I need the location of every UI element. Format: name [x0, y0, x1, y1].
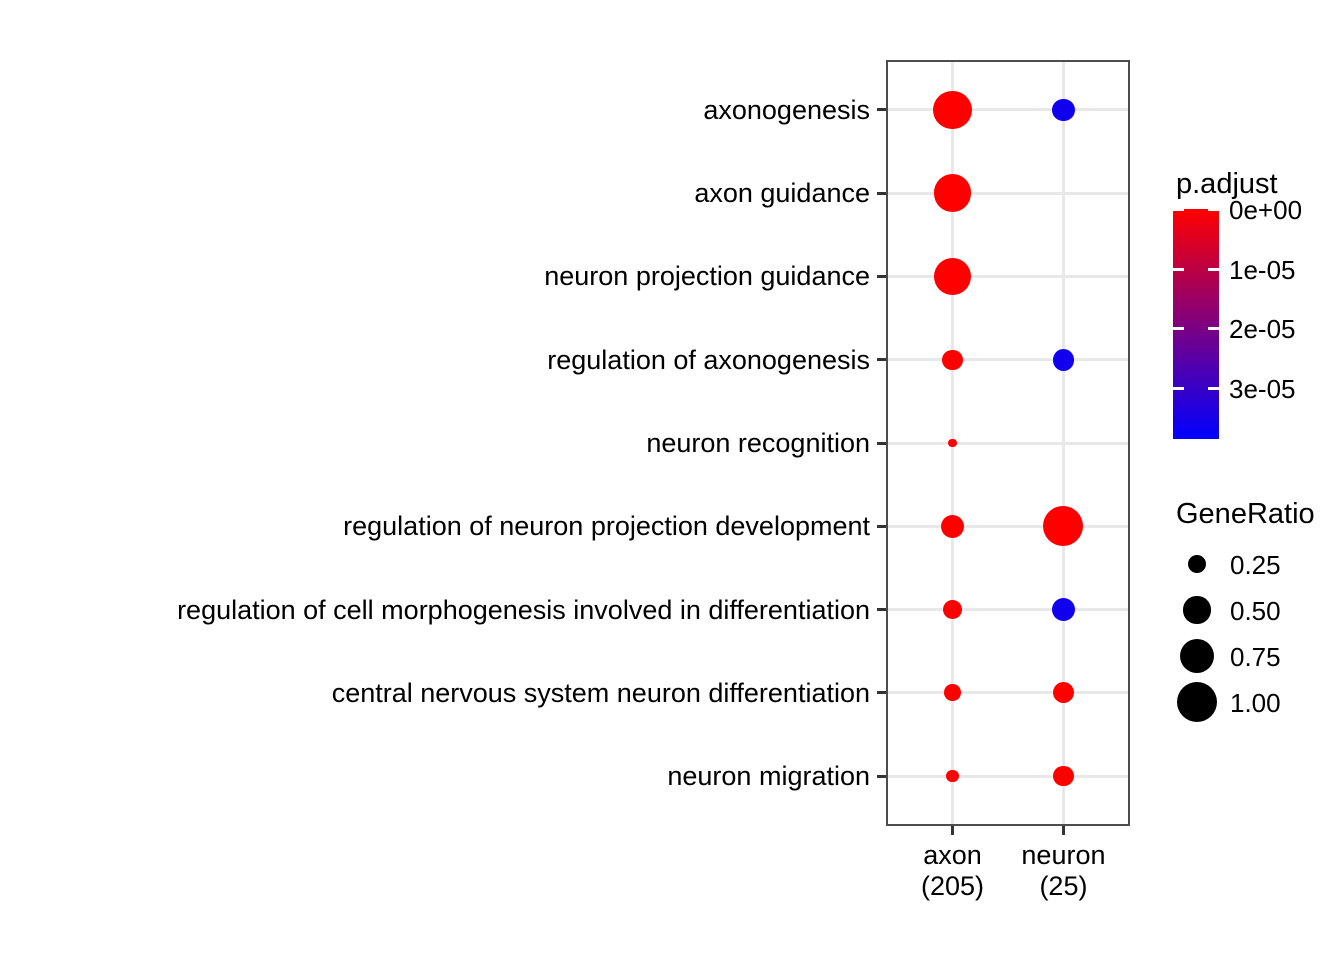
y-axis-label: central nervous system neuron differenti… — [331, 677, 870, 708]
x-axis-label-count: (205) — [921, 871, 985, 901]
data-point — [1043, 506, 1084, 547]
gridline-horizontal — [886, 274, 1130, 278]
x-axis-label: axon(205) — [873, 840, 1033, 902]
data-point — [1052, 348, 1075, 371]
data-point — [933, 174, 972, 212]
gridline-horizontal — [886, 108, 1130, 112]
data-point — [1052, 98, 1075, 122]
gridline-vertical — [1061, 60, 1065, 826]
data-point — [940, 514, 965, 538]
legend-size-label: 0.75 — [1230, 642, 1281, 672]
data-point — [946, 769, 959, 783]
data-point — [942, 599, 963, 620]
x-axis-label-name: neuron — [1021, 840, 1106, 870]
colorbar-tick — [1208, 387, 1219, 391]
y-axis-tick — [877, 108, 886, 112]
y-axis-tick — [877, 441, 886, 445]
y-axis-tick — [877, 774, 886, 778]
gridline-horizontal — [886, 441, 1130, 445]
gridline-horizontal — [886, 524, 1130, 528]
legend-size-dot — [1183, 596, 1211, 624]
data-point — [1053, 765, 1074, 787]
y-axis-label: axonogenesis — [703, 94, 870, 125]
y-axis-label: axon guidance — [694, 178, 870, 209]
x-axis-label-count: (25) — [1039, 871, 1088, 901]
colorbar-tick — [1173, 267, 1184, 271]
legend-size-label: 0.50 — [1230, 596, 1281, 626]
gridline-horizontal — [886, 358, 1130, 362]
legend-size-label: 0.25 — [1230, 550, 1281, 580]
y-axis-label: neuron projection guidance — [544, 261, 870, 292]
y-axis-tick — [877, 358, 886, 362]
colorbar-tick — [1208, 327, 1219, 331]
y-axis-label: regulation of neuron projection developm… — [343, 511, 870, 542]
legend-size-dot — [1177, 682, 1217, 722]
colorbar-tick — [1173, 208, 1184, 211]
colorbar-tick-label: 2e-05 — [1229, 314, 1296, 345]
plot-panel — [886, 60, 1130, 826]
gridline-horizontal — [886, 608, 1130, 612]
data-point — [944, 684, 961, 702]
data-point — [1052, 682, 1075, 704]
colorbar-tick-label: 0e+00 — [1229, 195, 1303, 225]
legend-size-dot — [1188, 555, 1206, 573]
colorbar-tick — [1173, 327, 1184, 331]
gridline-horizontal — [886, 191, 1130, 195]
y-axis-label: regulation of cell morphogenesis involve… — [177, 594, 870, 625]
panel-gridlines — [886, 60, 1130, 826]
data-point — [948, 438, 957, 448]
padjust-colorbar — [1173, 209, 1219, 439]
data-point — [933, 257, 972, 296]
legend-generatio-title: GeneRatio — [1176, 498, 1315, 530]
data-point — [942, 349, 963, 370]
y-axis-label: regulation of axonogenesis — [547, 344, 870, 375]
legend-size-label: 1.00 — [1230, 688, 1281, 718]
y-axis-tick — [877, 274, 886, 278]
x-axis-label-name: axon — [923, 840, 982, 870]
x-axis-tick — [951, 826, 955, 835]
y-axis-tick — [877, 608, 886, 612]
colorbar-tick-label: 3e-05 — [1229, 374, 1296, 405]
legend-size-dot — [1179, 638, 1215, 674]
y-axis-tick — [877, 191, 886, 195]
data-point — [933, 90, 972, 130]
x-axis-tick — [1061, 826, 1065, 835]
colorbar-tick-label: 1e-05 — [1229, 254, 1296, 285]
gridline-horizontal — [886, 774, 1130, 778]
y-axis-label: neuron migration — [667, 761, 870, 792]
x-axis-label: neuron(25) — [983, 840, 1143, 902]
gridline-horizontal — [886, 691, 1130, 695]
data-point — [1051, 597, 1076, 622]
colorbar-tick — [1208, 208, 1219, 211]
y-axis-tick — [877, 691, 886, 695]
y-axis-tick — [877, 524, 886, 528]
y-axis-label: neuron recognition — [646, 428, 870, 458]
colorbar-tick — [1208, 267, 1219, 271]
colorbar-tick — [1173, 387, 1184, 391]
legend-padjust-title: p.adjust — [1176, 168, 1278, 200]
